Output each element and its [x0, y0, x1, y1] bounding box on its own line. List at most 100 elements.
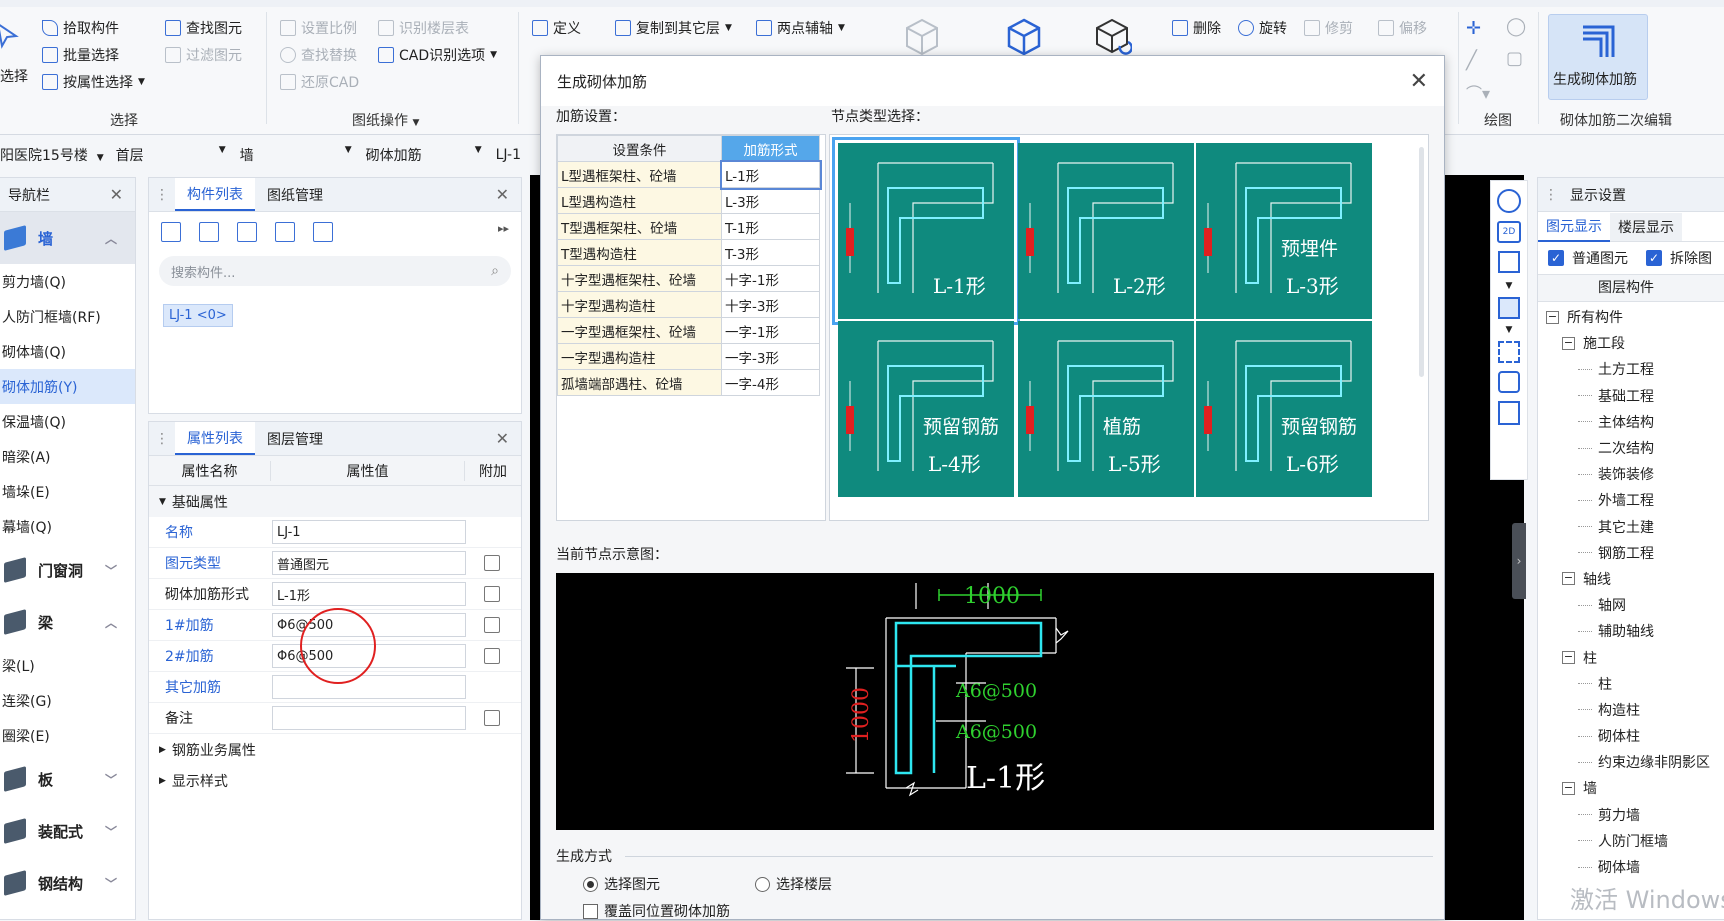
nav-item[interactable]: 人防门框墙(RF): [2, 309, 101, 326]
tree-node[interactable]: 装饰装修: [1538, 461, 1724, 487]
set-scale-button[interactable]: 设置比例: [280, 18, 357, 38]
type-select[interactable]: 砌体加筋▼: [365, 145, 482, 164]
node-tile[interactable]: L-2形: [1018, 143, 1194, 319]
tree-node[interactable]: 土方工程: [1538, 356, 1724, 382]
rebar-settings-row[interactable]: 十字型遇构造柱十字-3形: [557, 291, 820, 318]
collapse-icon[interactable]: −: [1562, 650, 1575, 665]
cad-options-button[interactable]: CAD识别选项▼: [378, 45, 497, 65]
nav-item-active[interactable]: 砌体加筋(Y): [0, 369, 135, 404]
tab-element-display[interactable]: 图元显示: [1538, 211, 1610, 242]
checkbox-overwrite[interactable]: 覆盖同位置砌体加筋: [583, 901, 730, 921]
line-tool-icon[interactable]: ╱: [1466, 50, 1477, 71]
delete-button[interactable]: 删除: [1172, 18, 1221, 38]
prop-value-input[interactable]: LJ-1: [272, 520, 466, 544]
prop-value-input[interactable]: [272, 675, 466, 699]
nav-item[interactable]: 保温墙(Q): [2, 414, 66, 431]
trim-button[interactable]: 修剪: [1304, 18, 1353, 38]
two-point-axis-button[interactable]: 两点辅轴▼: [756, 18, 845, 38]
check-demolish[interactable]: ✓: [1646, 250, 1662, 266]
prop-checkbox[interactable]: [484, 586, 500, 602]
identify-floor-table-button[interactable]: 识别楼层表: [378, 18, 469, 38]
tree-node[interactable]: −轴线: [1538, 566, 1724, 592]
tree-node[interactable]: −施工段: [1538, 330, 1724, 356]
rotate-button[interactable]: 旋转: [1238, 18, 1287, 38]
tree-node[interactable]: 二次结构: [1538, 435, 1724, 461]
3d-rotate-icon[interactable]: [1092, 16, 1132, 56]
tree-node[interactable]: 外墙工程: [1538, 487, 1724, 513]
nav-item[interactable]: 幕墙(Q): [2, 519, 52, 536]
drag-handle-icon[interactable]: ⋮: [155, 186, 169, 203]
floor-select[interactable]: 首层▼: [115, 145, 226, 164]
rebar-form-cell[interactable]: T-1形: [721, 213, 820, 240]
arc-tool-icon[interactable]: ◯: [1506, 16, 1527, 37]
drag-handle-icon[interactable]: ⋮: [1544, 186, 1558, 203]
tree-node[interactable]: 柱: [1538, 671, 1724, 697]
prop-value-input[interactable]: [272, 706, 466, 730]
cube-icon[interactable]: [1498, 251, 1520, 273]
rebar-settings-row[interactable]: 十字型遇框架柱、砼墙十字-1形: [557, 265, 820, 292]
prop-value-input[interactable]: 普通图元: [272, 551, 466, 575]
filter-element-button[interactable]: 过滤图元: [165, 45, 242, 65]
find-replace-button[interactable]: 查找替换: [280, 45, 357, 65]
rebar-settings-row[interactable]: 孤墙端部遇柱、砼墙一字-4形: [557, 369, 820, 396]
component-search[interactable]: 搜索构件... ⌕: [159, 256, 511, 286]
node-tile[interactable]: L-1形: [832, 137, 1020, 325]
tree-node[interactable]: 构造柱: [1538, 697, 1724, 723]
category-select[interactable]: 墙▼: [239, 145, 352, 164]
tree-node[interactable]: 轴网: [1538, 592, 1724, 618]
layer-cube-icon[interactable]: [1498, 371, 1520, 393]
component-select[interactable]: LJ-1: [495, 147, 522, 163]
point-tool-icon[interactable]: ✛: [1466, 18, 1482, 39]
close-icon[interactable]: ✕: [109, 185, 123, 204]
component-item[interactable]: LJ-1 <0>: [163, 304, 233, 327]
collapse-icon[interactable]: −: [1546, 309, 1559, 324]
copy-component-icon[interactable]: [199, 222, 219, 242]
node-tile[interactable]: L-6形预留钢筋: [1196, 321, 1372, 497]
tree-node[interactable]: 约束边缘非阴影区: [1538, 749, 1724, 775]
rebar-settings-row[interactable]: 一字型遇构造柱一字-3形: [557, 343, 820, 370]
tree-node[interactable]: 砌体柱: [1538, 723, 1724, 749]
generate-masonry-rebar-button[interactable]: 生成砌体加筋: [1548, 14, 1648, 100]
cube-filled-icon[interactable]: [1498, 297, 1520, 319]
radio-select-element[interactable]: 选择图元: [583, 874, 660, 894]
define-button[interactable]: 定义: [532, 18, 581, 38]
save-icon[interactable]: [313, 222, 333, 242]
node-tile[interactable]: L-3形预埋件: [1196, 143, 1372, 319]
delete-component-icon[interactable]: [237, 222, 257, 242]
tab-properties[interactable]: 属性列表: [175, 422, 255, 455]
tree-node[interactable]: 人防门框墙: [1538, 828, 1724, 854]
2d-icon[interactable]: 2D: [1497, 221, 1521, 243]
tree-node[interactable]: 基础工程: [1538, 383, 1724, 409]
tree-node[interactable]: 主体结构: [1538, 409, 1724, 435]
nav-item[interactable]: 圈梁(E): [2, 728, 50, 745]
prop-checkbox[interactable]: [484, 648, 500, 664]
rebar-form-cell[interactable]: 一字-4形: [721, 369, 820, 396]
rebar-form-cell[interactable]: L-3形: [721, 187, 820, 214]
drag-handle-icon[interactable]: ⋮: [155, 430, 169, 447]
rebar-form-cell[interactable]: T-3形: [721, 239, 820, 266]
prop-checkbox[interactable]: [484, 710, 500, 726]
rect-tool-icon[interactable]: ▢: [1506, 48, 1524, 69]
nav-category-door-window[interactable]: 门窗洞﹀: [0, 544, 135, 596]
prop-checkbox[interactable]: [484, 555, 500, 571]
orbit-icon[interactable]: [1497, 189, 1521, 213]
rebar-form-cell[interactable]: 一字-3形: [721, 343, 820, 370]
3d-view-blue-icon[interactable]: [1004, 16, 1044, 56]
rebar-form-cell[interactable]: 十字-1形: [721, 265, 820, 292]
nav-item[interactable]: 连梁(G): [2, 693, 52, 710]
gallery-scrollbar[interactable]: [1419, 147, 1424, 377]
tab-floor-display[interactable]: 楼层显示: [1610, 212, 1682, 241]
nav-item[interactable]: 梁(L): [2, 658, 35, 675]
offset-button[interactable]: 偏移: [1378, 18, 1427, 38]
nav-item[interactable]: 剪力墙(Q): [2, 274, 66, 291]
section-display[interactable]: ▶显示样式: [149, 765, 521, 796]
rebar-settings-row[interactable]: 一字型遇框架柱、砼墙一字-1形: [557, 317, 820, 344]
tree-node[interactable]: −墙: [1538, 775, 1724, 801]
radio-select-floor[interactable]: 选择楼层: [755, 874, 832, 894]
curve-tool-icon[interactable]: ⌒▾: [1466, 84, 1491, 103]
close-icon[interactable]: ✕: [495, 429, 509, 448]
layer-copy-icon[interactable]: [275, 222, 295, 242]
